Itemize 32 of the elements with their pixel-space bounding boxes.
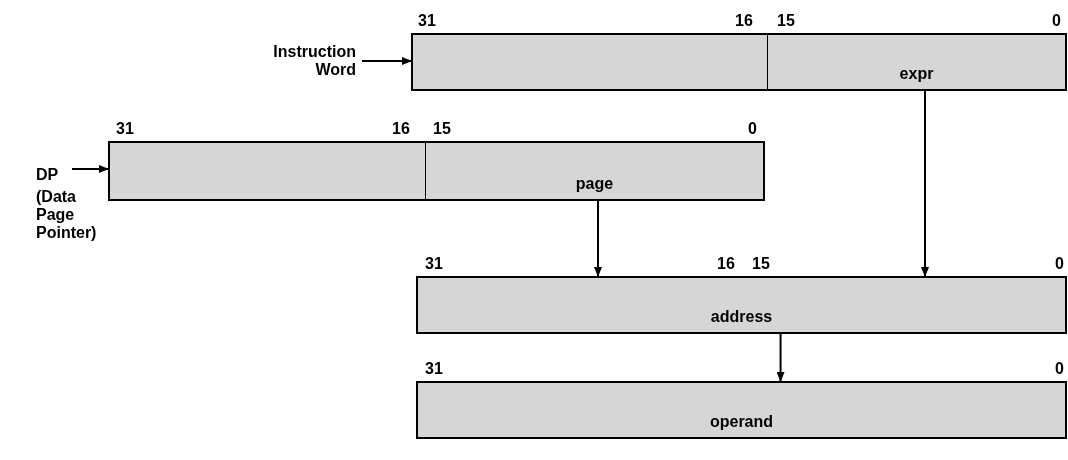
register-field [108,141,426,201]
register-name: DP [36,166,66,184]
register-field [767,33,1067,91]
register-field [416,381,1067,439]
register-name: Instruction Word [240,43,356,79]
arrow [594,200,602,277]
bit-number: 31 [116,120,134,138]
bit-number: 31 [425,255,443,273]
field-label: page [575,175,614,193]
register-field [411,33,768,91]
bit-number: 0 [1055,255,1064,273]
bit-number: 0 [748,120,757,138]
register-field [425,141,765,201]
bit-number: 15 [433,120,451,138]
bit-number: 16 [392,120,410,138]
arrow [776,333,785,382]
arrow [921,90,929,277]
register-description: (Data Page Pointer) [36,188,98,242]
bit-number: 31 [425,360,443,378]
bit-number: 15 [752,255,770,273]
bit-number: 0 [1055,360,1064,378]
field-label: operand [709,413,774,431]
arrow [71,165,109,173]
bit-number: 15 [777,12,795,30]
field-label: expr [899,65,934,83]
register-field [416,276,1067,334]
bit-number: 31 [418,12,436,30]
bit-number: 16 [717,255,735,273]
field-label: address [710,308,773,326]
bit-number: 16 [735,12,753,30]
arrow [361,57,412,65]
bit-number: 0 [1052,12,1061,30]
